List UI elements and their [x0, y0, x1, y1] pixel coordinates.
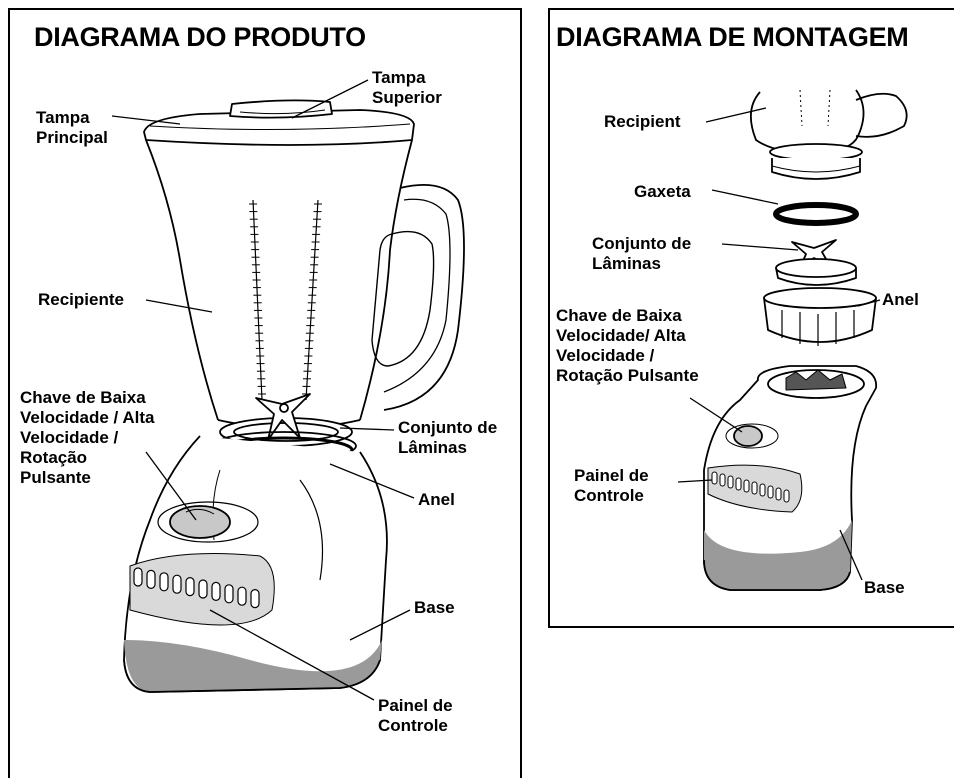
label-painel-controle-assembly: Painel de Controle — [574, 466, 649, 505]
control-button — [751, 481, 758, 495]
control-button — [237, 586, 247, 606]
control-button — [775, 487, 782, 501]
assembly-leader-lines — [677, 107, 881, 581]
ring-exploded — [763, 287, 877, 346]
jar-bottom — [750, 89, 908, 180]
assembly-illustration — [703, 89, 908, 591]
label-conjunto-laminas-assembly: Conjunto de Lâminas — [592, 234, 692, 273]
label-tampa-principal: Tampa Principal — [36, 108, 108, 147]
product-leader-lines — [111, 79, 415, 701]
label-base-assembly: Base — [864, 578, 905, 597]
control-button — [743, 479, 750, 493]
control-button — [735, 477, 742, 491]
label-anel: Anel — [418, 490, 455, 509]
label-recipient: Recipient — [604, 112, 681, 131]
label-chave-velocidade: Chave de Baixa Velocidade / Alta Velocid… — [20, 388, 155, 487]
control-button — [133, 567, 143, 587]
control-button — [719, 473, 726, 487]
control-button — [211, 581, 221, 602]
control-button — [759, 483, 766, 497]
label-tampa-superior: Tampa Superior — [372, 68, 442, 107]
blade-assembly-exploded — [775, 239, 857, 286]
control-button — [172, 574, 182, 594]
control-button — [159, 572, 169, 592]
label-chave-velocidade-assembly: Chave de Baixa Velocidade/ Alta Velocida… — [556, 306, 699, 385]
control-button — [198, 579, 208, 599]
jar — [145, 139, 465, 429]
assembly-diagram-title: DIAGRAMA DE MONTAGEM — [556, 22, 909, 52]
control-button — [783, 489, 790, 503]
product-blender-illustration — [123, 99, 465, 693]
control-button — [146, 569, 156, 590]
label-painel-controle: Painel de Controle — [378, 696, 453, 735]
control-button — [767, 485, 774, 499]
label-base: Base — [414, 598, 455, 617]
control-button — [727, 475, 734, 489]
label-gaxeta: Gaxeta — [634, 182, 691, 201]
label-conjunto-laminas: Conjunto de Lâminas — [398, 418, 498, 457]
product-diagram-title: DIAGRAMA DO PRODUTO — [34, 22, 366, 52]
control-button — [185, 576, 195, 597]
control-button — [224, 584, 234, 604]
gasket — [773, 202, 859, 226]
top-cap — [229, 99, 333, 119]
base-exploded — [703, 365, 878, 591]
label-recipiente: Recipiente — [38, 290, 124, 309]
base — [123, 435, 388, 693]
control-button — [250, 588, 260, 609]
control-button — [711, 471, 718, 485]
label-anel-assembly: Anel — [882, 290, 919, 309]
main-lid — [143, 109, 415, 146]
